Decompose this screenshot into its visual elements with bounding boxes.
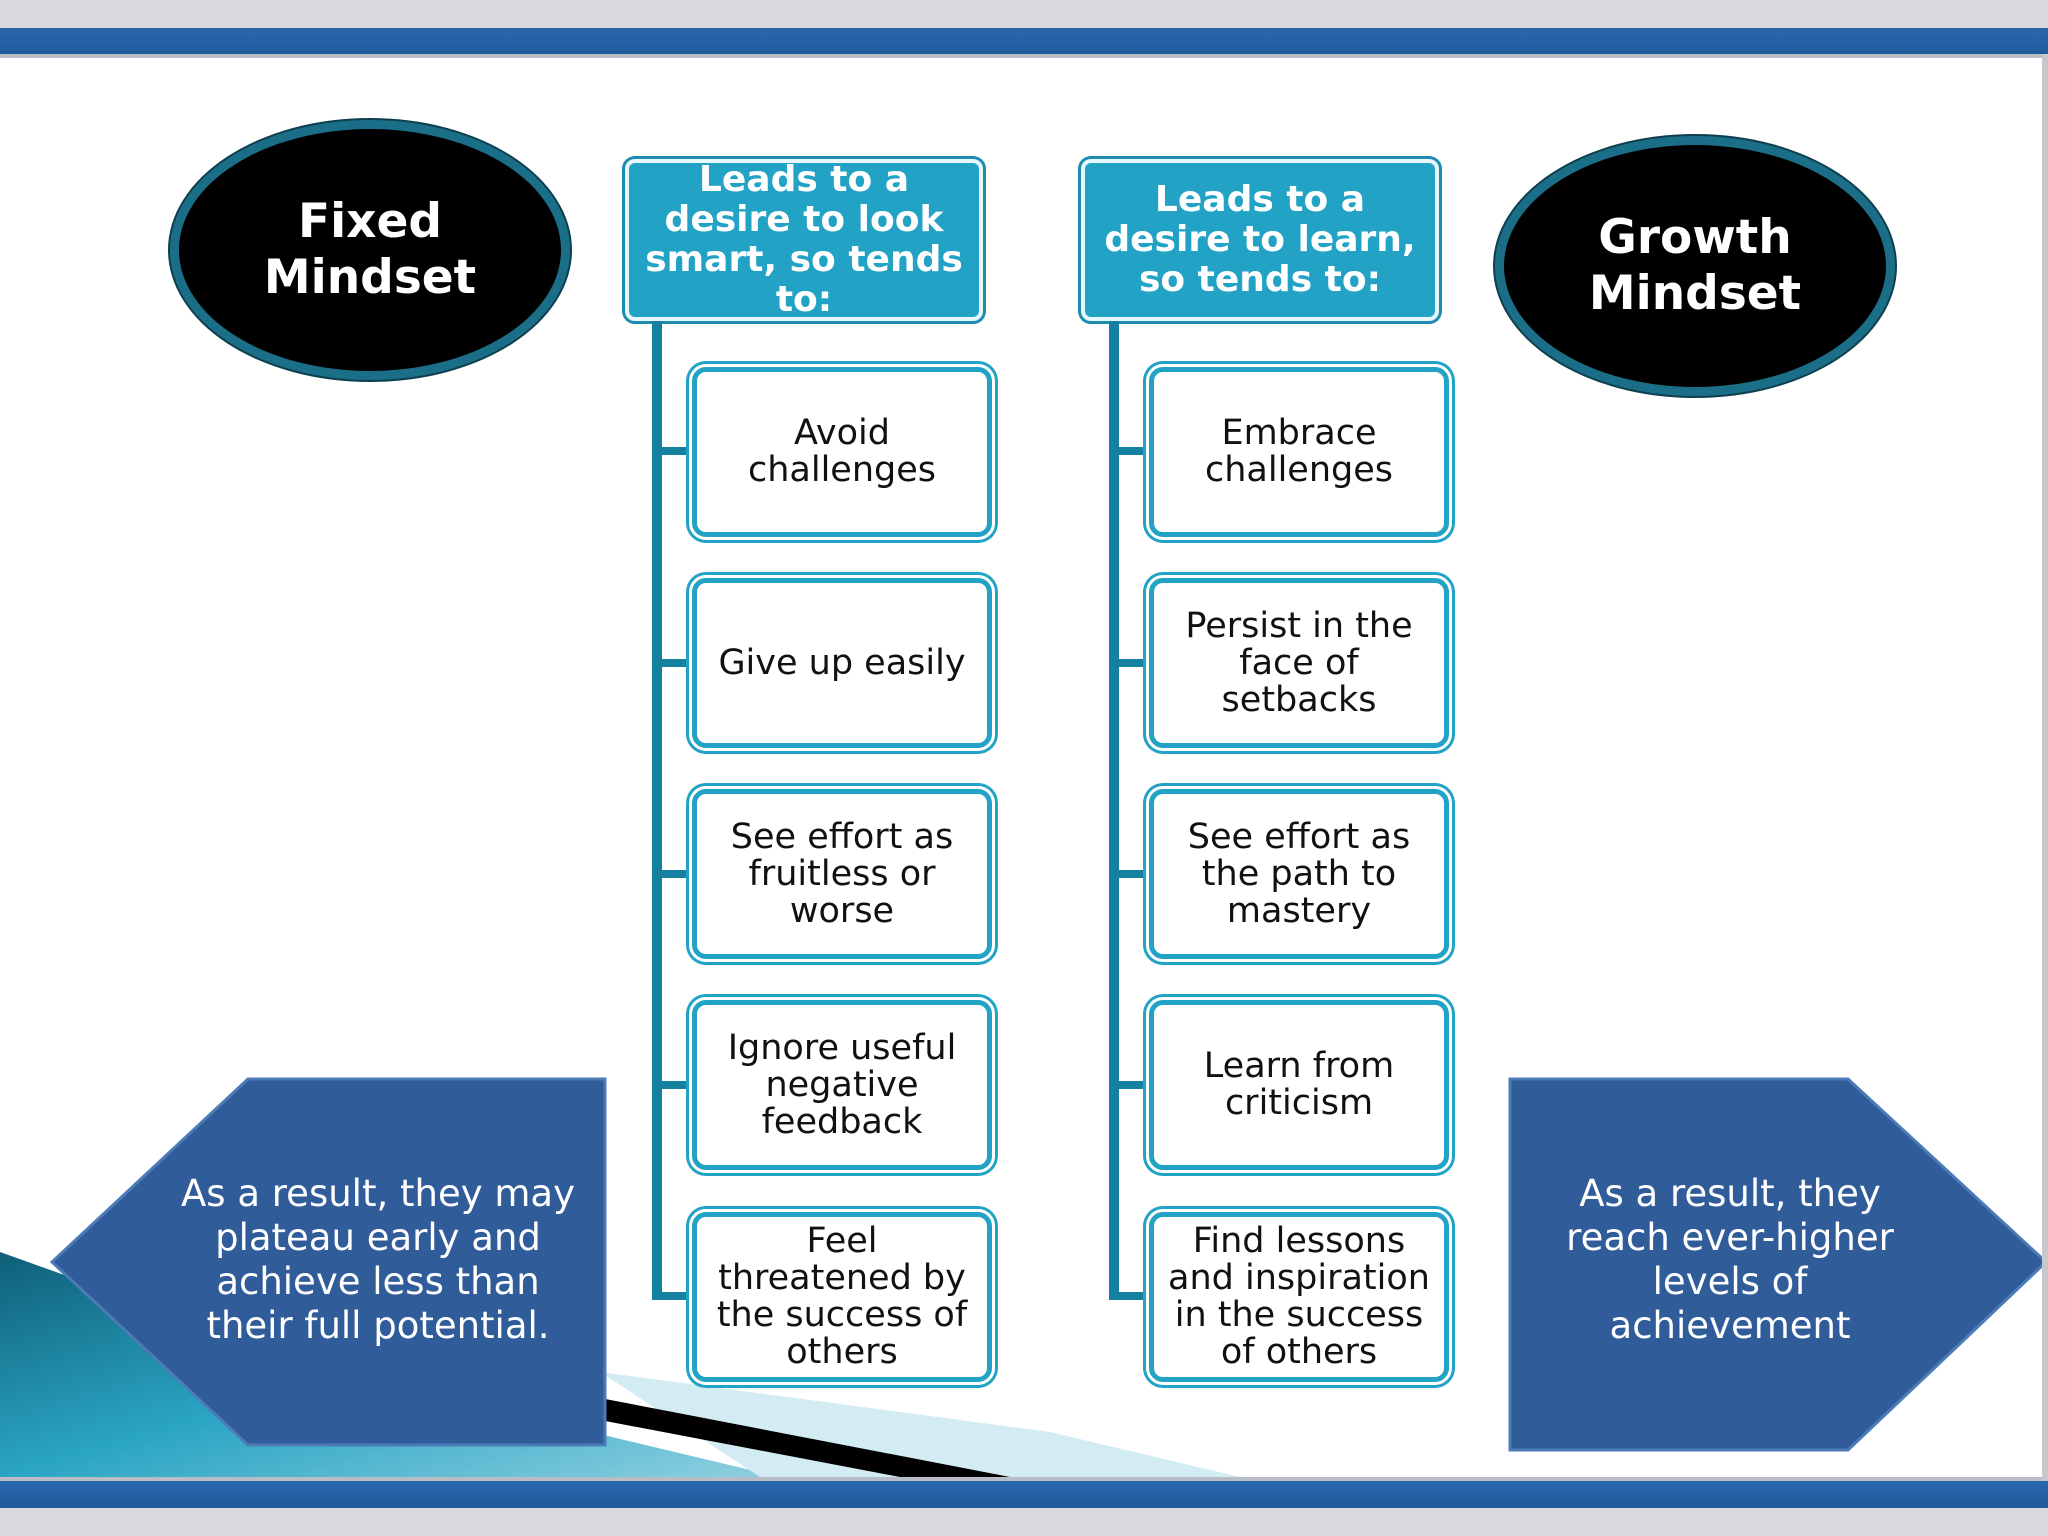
fixed-result-text: As a result, they may plateau early and … [181, 1172, 575, 1347]
connector-tick [1109, 659, 1152, 667]
connector-tick [652, 1292, 695, 1300]
connector-tick [1109, 447, 1152, 455]
growth-item-box: See effort as the path to mastery [1146, 786, 1452, 962]
fixed-desire-header: Leads to a desire to look smart, so tend… [622, 156, 986, 324]
teal-swoosh [0, 1252, 780, 1477]
fixed-connector-spine [652, 321, 662, 1299]
growth-desire-header: Leads to a desire to learn, so tends to: [1078, 156, 1442, 324]
top-gray-band [0, 0, 2048, 28]
fixed-mindset-oval: Fixed Mindset [170, 120, 570, 380]
left-result-arrow [49, 1077, 607, 1447]
growth-item-box: Find lessons and inspiration in the succ… [1146, 1209, 1452, 1385]
light-blue-swoosh [600, 1372, 1240, 1477]
fixed-mindset-title: Fixed Mindset [263, 194, 477, 305]
top-blue-band [0, 28, 2048, 54]
connector-tick [652, 870, 695, 878]
connector-tick [1109, 870, 1152, 878]
fixed-item-box: Feel threatened by the success of others [689, 1209, 995, 1385]
bottom-divider [0, 1477, 2048, 1481]
fixed-item-box: See effort as fruitless or worse [689, 786, 995, 962]
growth-connector-spine [1109, 321, 1119, 1299]
bottom-blue-band [0, 1481, 2048, 1508]
bottom-gray-band [0, 1508, 2048, 1536]
black-swoosh [600, 1398, 1010, 1477]
connector-tick [652, 1081, 695, 1089]
fixed-item-box: Ignore useful negative feedback [689, 997, 995, 1173]
growth-mindset-title: Growth Mindset [1588, 210, 1802, 321]
right-result-arrow [1508, 1077, 2048, 1452]
growth-item-box: Embrace challenges [1146, 364, 1452, 540]
growth-mindset-oval: Growth Mindset [1495, 136, 1895, 396]
connector-tick [652, 447, 695, 455]
fixed-item-box: Give up easily [689, 575, 995, 751]
top-divider [0, 54, 2048, 58]
growth-item-box: Learn from criticism [1146, 997, 1452, 1173]
growth-item-box: Persist in the face of setbacks [1146, 575, 1452, 751]
connector-tick [652, 659, 695, 667]
connector-tick [1109, 1081, 1152, 1089]
connector-tick [1109, 1292, 1152, 1300]
right-edge [2042, 54, 2048, 1481]
growth-result-text: As a result, they reach ever-higher leve… [1566, 1172, 1894, 1347]
fixed-item-box: Avoid challenges [689, 364, 995, 540]
